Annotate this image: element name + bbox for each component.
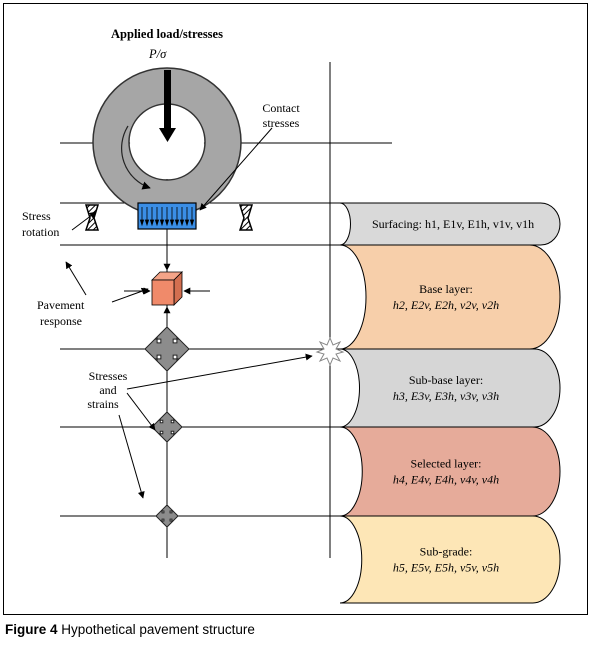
pavement-response-label-1: Pavement <box>37 298 85 312</box>
four-way-arrow-icon <box>144 326 190 372</box>
layer-shape-4 <box>339 426 561 517</box>
stresses-strains-label-1: Stresses <box>89 369 128 383</box>
layer-name-5: Sub-grade: <box>420 545 473 559</box>
figure-number: Figure 4 <box>5 622 58 637</box>
stress-rotation-element-right <box>238 204 254 231</box>
figure-caption: Figure 4 Hypothetical pavement structure <box>5 622 585 637</box>
layer-params-2: h2, E2v, E2h, v2v, v2h <box>393 298 499 312</box>
layer-params-5: h5, E5v, E5h, v5v, v5h <box>393 561 499 575</box>
layer-params-3: h3, E3v, E3h, v3v, v3h <box>393 389 499 403</box>
four-way-arrow-icon <box>151 411 183 443</box>
figure-title: Hypothetical pavement structure <box>61 622 255 637</box>
stress-rotation-label-2: rotation <box>22 225 59 239</box>
layer-name-4: Selected layer: <box>411 457 482 471</box>
star-icon <box>315 336 345 367</box>
layer-params-4: h4, E4v, E4h, v4v, v4h <box>393 473 499 487</box>
layer-name-2: Base layer: <box>419 282 473 296</box>
stress-rotation-element-left <box>84 204 100 231</box>
stresses-strains-label-3: strains <box>87 397 119 411</box>
rotation-arrow-icon <box>121 125 151 190</box>
applied-load-label: Applied load/stresses <box>111 27 223 41</box>
contact-label-2: stresses <box>263 116 300 130</box>
layer-label-1: Surfacing: h1, E1v, E1h, v1v, v1h <box>372 217 534 231</box>
layer-shape-1 <box>339 202 561 246</box>
layer-shape-3 <box>339 348 561 428</box>
interface-lines <box>60 142 392 517</box>
layer-stack <box>339 202 561 604</box>
leader-lines <box>65 211 313 499</box>
pavement-response-label-2: response <box>40 314 82 328</box>
figure-border <box>3 3 588 615</box>
stress-rotation-label-1: Stress <box>22 209 51 223</box>
load-arrow-icon <box>159 70 176 142</box>
element-cube <box>124 253 210 322</box>
contact-patch <box>137 202 197 230</box>
stresses-strains-label-2: and <box>99 383 116 397</box>
layer-name-3: Sub-base layer: <box>409 373 483 387</box>
contact-leader <box>199 127 273 211</box>
layer-shape-5 <box>339 515 561 604</box>
four-way-arrow-icon <box>155 504 179 528</box>
contact-label-1: Contact <box>262 101 300 115</box>
load-symbol: P/σ <box>148 47 167 61</box>
layer-shape-2 <box>339 244 561 350</box>
